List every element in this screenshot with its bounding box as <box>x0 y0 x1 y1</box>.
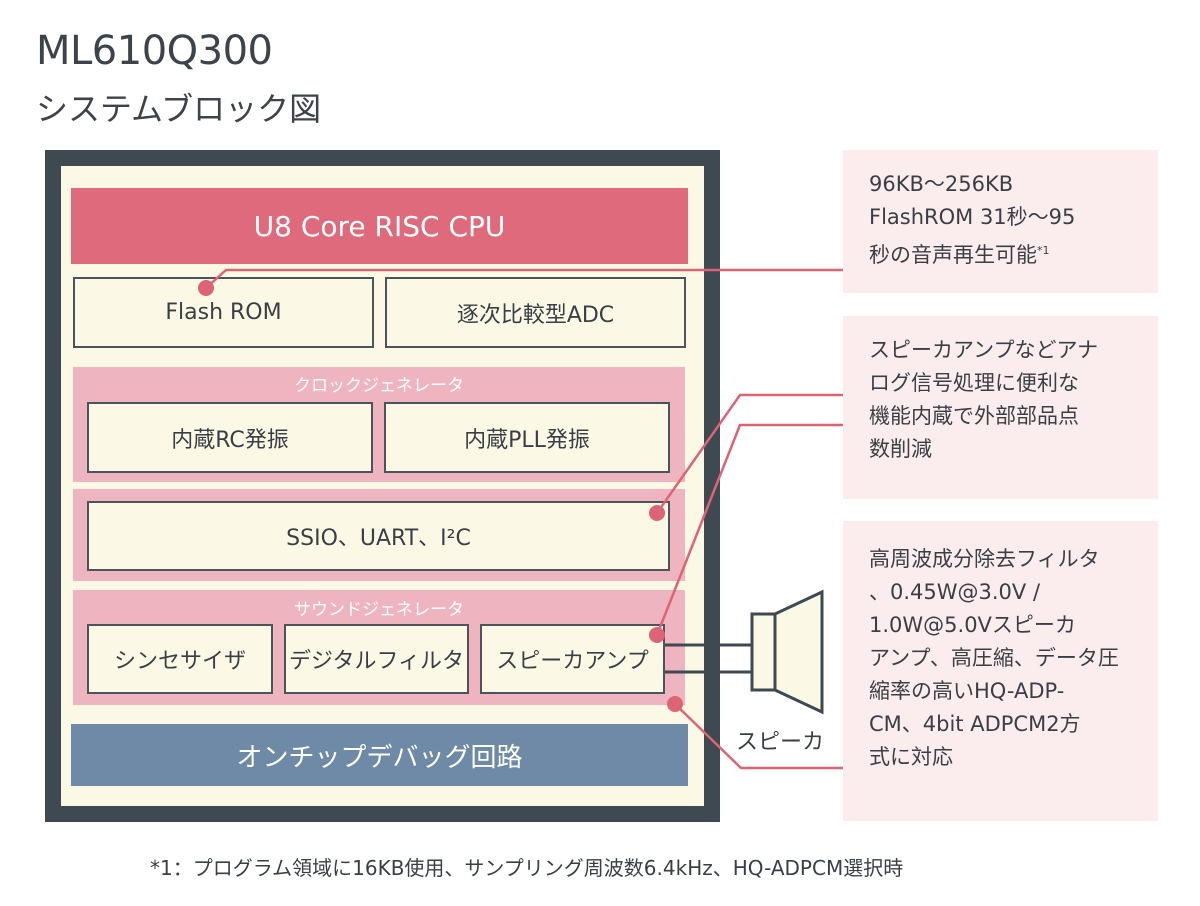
synthesizer-block: シンセサイザ <box>87 624 273 694</box>
diagram-subtitle: システムブロック図 <box>36 90 322 128</box>
callout-lines <box>205 268 843 770</box>
callout-dot-flash <box>198 280 214 296</box>
note-analog-line: 機能内蔵で外部部品点 <box>869 404 1079 428</box>
note-memory-line: FlashROM 31秒〜95 <box>869 205 1076 229</box>
flash-rom-block: Flash ROM <box>73 277 374 348</box>
note-sound-line: 縮率の高いHQ-ADP- <box>869 679 1065 703</box>
note-sound-line: 、0.45W@3.0V / <box>869 580 1041 604</box>
rc-oscillator-block: 内蔵RC発振 <box>87 402 373 473</box>
note-memory-line: 秒の音声再生可能*1 <box>869 243 1050 267</box>
callout-line-analog-1 <box>655 393 843 514</box>
note-analog-line: 数削減 <box>869 437 932 461</box>
note-sound: 高周波成分除去フィルタ 、0.45W@3.0V / 1.0W@5.0Vスピーカ … <box>843 521 1158 821</box>
pll-oscillator-block: 内蔵PLL発振 <box>384 402 670 473</box>
sound-generator-title: サウンドジェネレータ <box>294 600 464 620</box>
note-sound-line: CM、4bit ADPCM2方 <box>869 712 1081 736</box>
note-sound-line: 式に対応 <box>869 745 953 769</box>
note-analog-line: スピーカアンプなどアナ <box>869 338 1099 362</box>
callout-line-analog-2 <box>655 423 843 636</box>
callout-dot-amp <box>649 627 665 643</box>
speaker-label: スピーカ <box>736 730 825 755</box>
callout-dot-sound <box>667 696 683 712</box>
amp-output-wires <box>665 643 752 674</box>
clock-generator-title: クロックジェネレータ <box>294 376 464 396</box>
callout-line-memory <box>205 268 843 289</box>
cpu-block: U8 Core RISC CPU <box>71 188 688 264</box>
note-analog: スピーカアンプなどアナ ログ信号処理に便利な 機能内蔵で外部部品点 数削減 <box>843 316 1158 499</box>
note-analog-line: ログ信号処理に便利な <box>869 371 1079 395</box>
footnote-ref: *1 <box>1037 244 1050 257</box>
speaker-amp-block: スピーカアンプ <box>480 624 665 694</box>
serial-interface-block: SSIO、UART、I²C <box>87 501 670 571</box>
note-sound-line: アンプ、高圧縮、データ圧 <box>869 646 1119 670</box>
note-memory-line: 96KB〜256KB <box>869 172 1014 196</box>
debug-block: オンチップデバッグ回路 <box>71 724 688 786</box>
adc-block: 逐次比較型ADC <box>385 277 686 348</box>
diagram-title: ML610Q300 <box>36 28 273 74</box>
note-memory: 96KB〜256KB FlashROM 31秒〜95 秒の音声再生可能*1 <box>843 150 1158 293</box>
note-sound-line: 1.0W@5.0Vスピーカ <box>869 613 1076 637</box>
callout-dots <box>198 280 683 712</box>
footnote: *1：プログラム領域に16KB使用、サンプリング周波数6.4kHz、HQ-ADP… <box>150 856 904 880</box>
callout-dot-serial <box>649 505 665 521</box>
speaker-icon <box>750 589 824 715</box>
callout-line-sound <box>674 703 843 770</box>
note-sound-line: 高周波成分除去フィルタ <box>869 547 1100 571</box>
digital-filter-block: デジタルフィルタ <box>284 624 469 694</box>
